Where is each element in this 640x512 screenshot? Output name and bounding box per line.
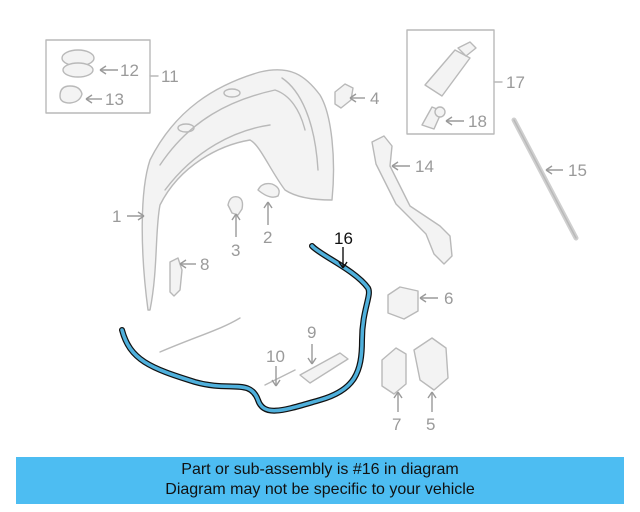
callout-17: 17 [506,73,525,92]
inset-box-17 [406,29,503,135]
part-15-strut [511,117,579,241]
callout-8: 8 [200,255,209,274]
callout-11: 11 [161,67,179,86]
part-13-icon [59,85,83,104]
part-12-icon [61,49,95,78]
callout-1: 1 [112,207,121,226]
info-banner: Part or sub-assembly is #16 in diagram D… [16,457,624,504]
part-6-icon [387,286,419,320]
leader-arrows [127,93,563,412]
callout-10: 10 [266,347,285,366]
part-5-icon [413,337,449,391]
callout-4: 4 [370,89,379,108]
callout-5: 5 [426,415,435,434]
part-18-icon [421,106,446,130]
callout-6: 6 [444,289,453,308]
callout-13: 13 [105,90,124,109]
callout-7: 7 [392,415,401,434]
callout-12: 12 [120,61,139,80]
part-10-cable [159,317,296,386]
inset-box-11 [45,39,159,114]
hood-panel [141,69,335,311]
part-7-icon [381,347,407,395]
part-14-hinge [371,135,453,265]
callout-16: 16 [334,229,353,248]
part-9-icon [299,352,349,384]
parts-diagram: 1 2 3 4 5 6 7 8 9 10 11 12 13 14 15 16 1… [45,29,587,434]
callout-14: 14 [415,157,434,176]
part-4-icon [334,83,354,109]
part-17-icon [424,41,477,97]
callout-15: 15 [568,161,587,180]
banner-line-2: Diagram may not be specific to your vehi… [165,481,475,498]
callout-2: 2 [263,228,272,247]
banner-line-1: Part or sub-assembly is #16 in diagram [181,461,459,478]
part-16-seal-highlighted [119,243,372,414]
callout-9: 9 [307,323,316,342]
part-8-icon [169,257,183,297]
callout-18: 18 [468,112,487,131]
callout-3: 3 [231,241,240,260]
part-2-icon [257,182,280,198]
part-3-icon [227,195,244,216]
